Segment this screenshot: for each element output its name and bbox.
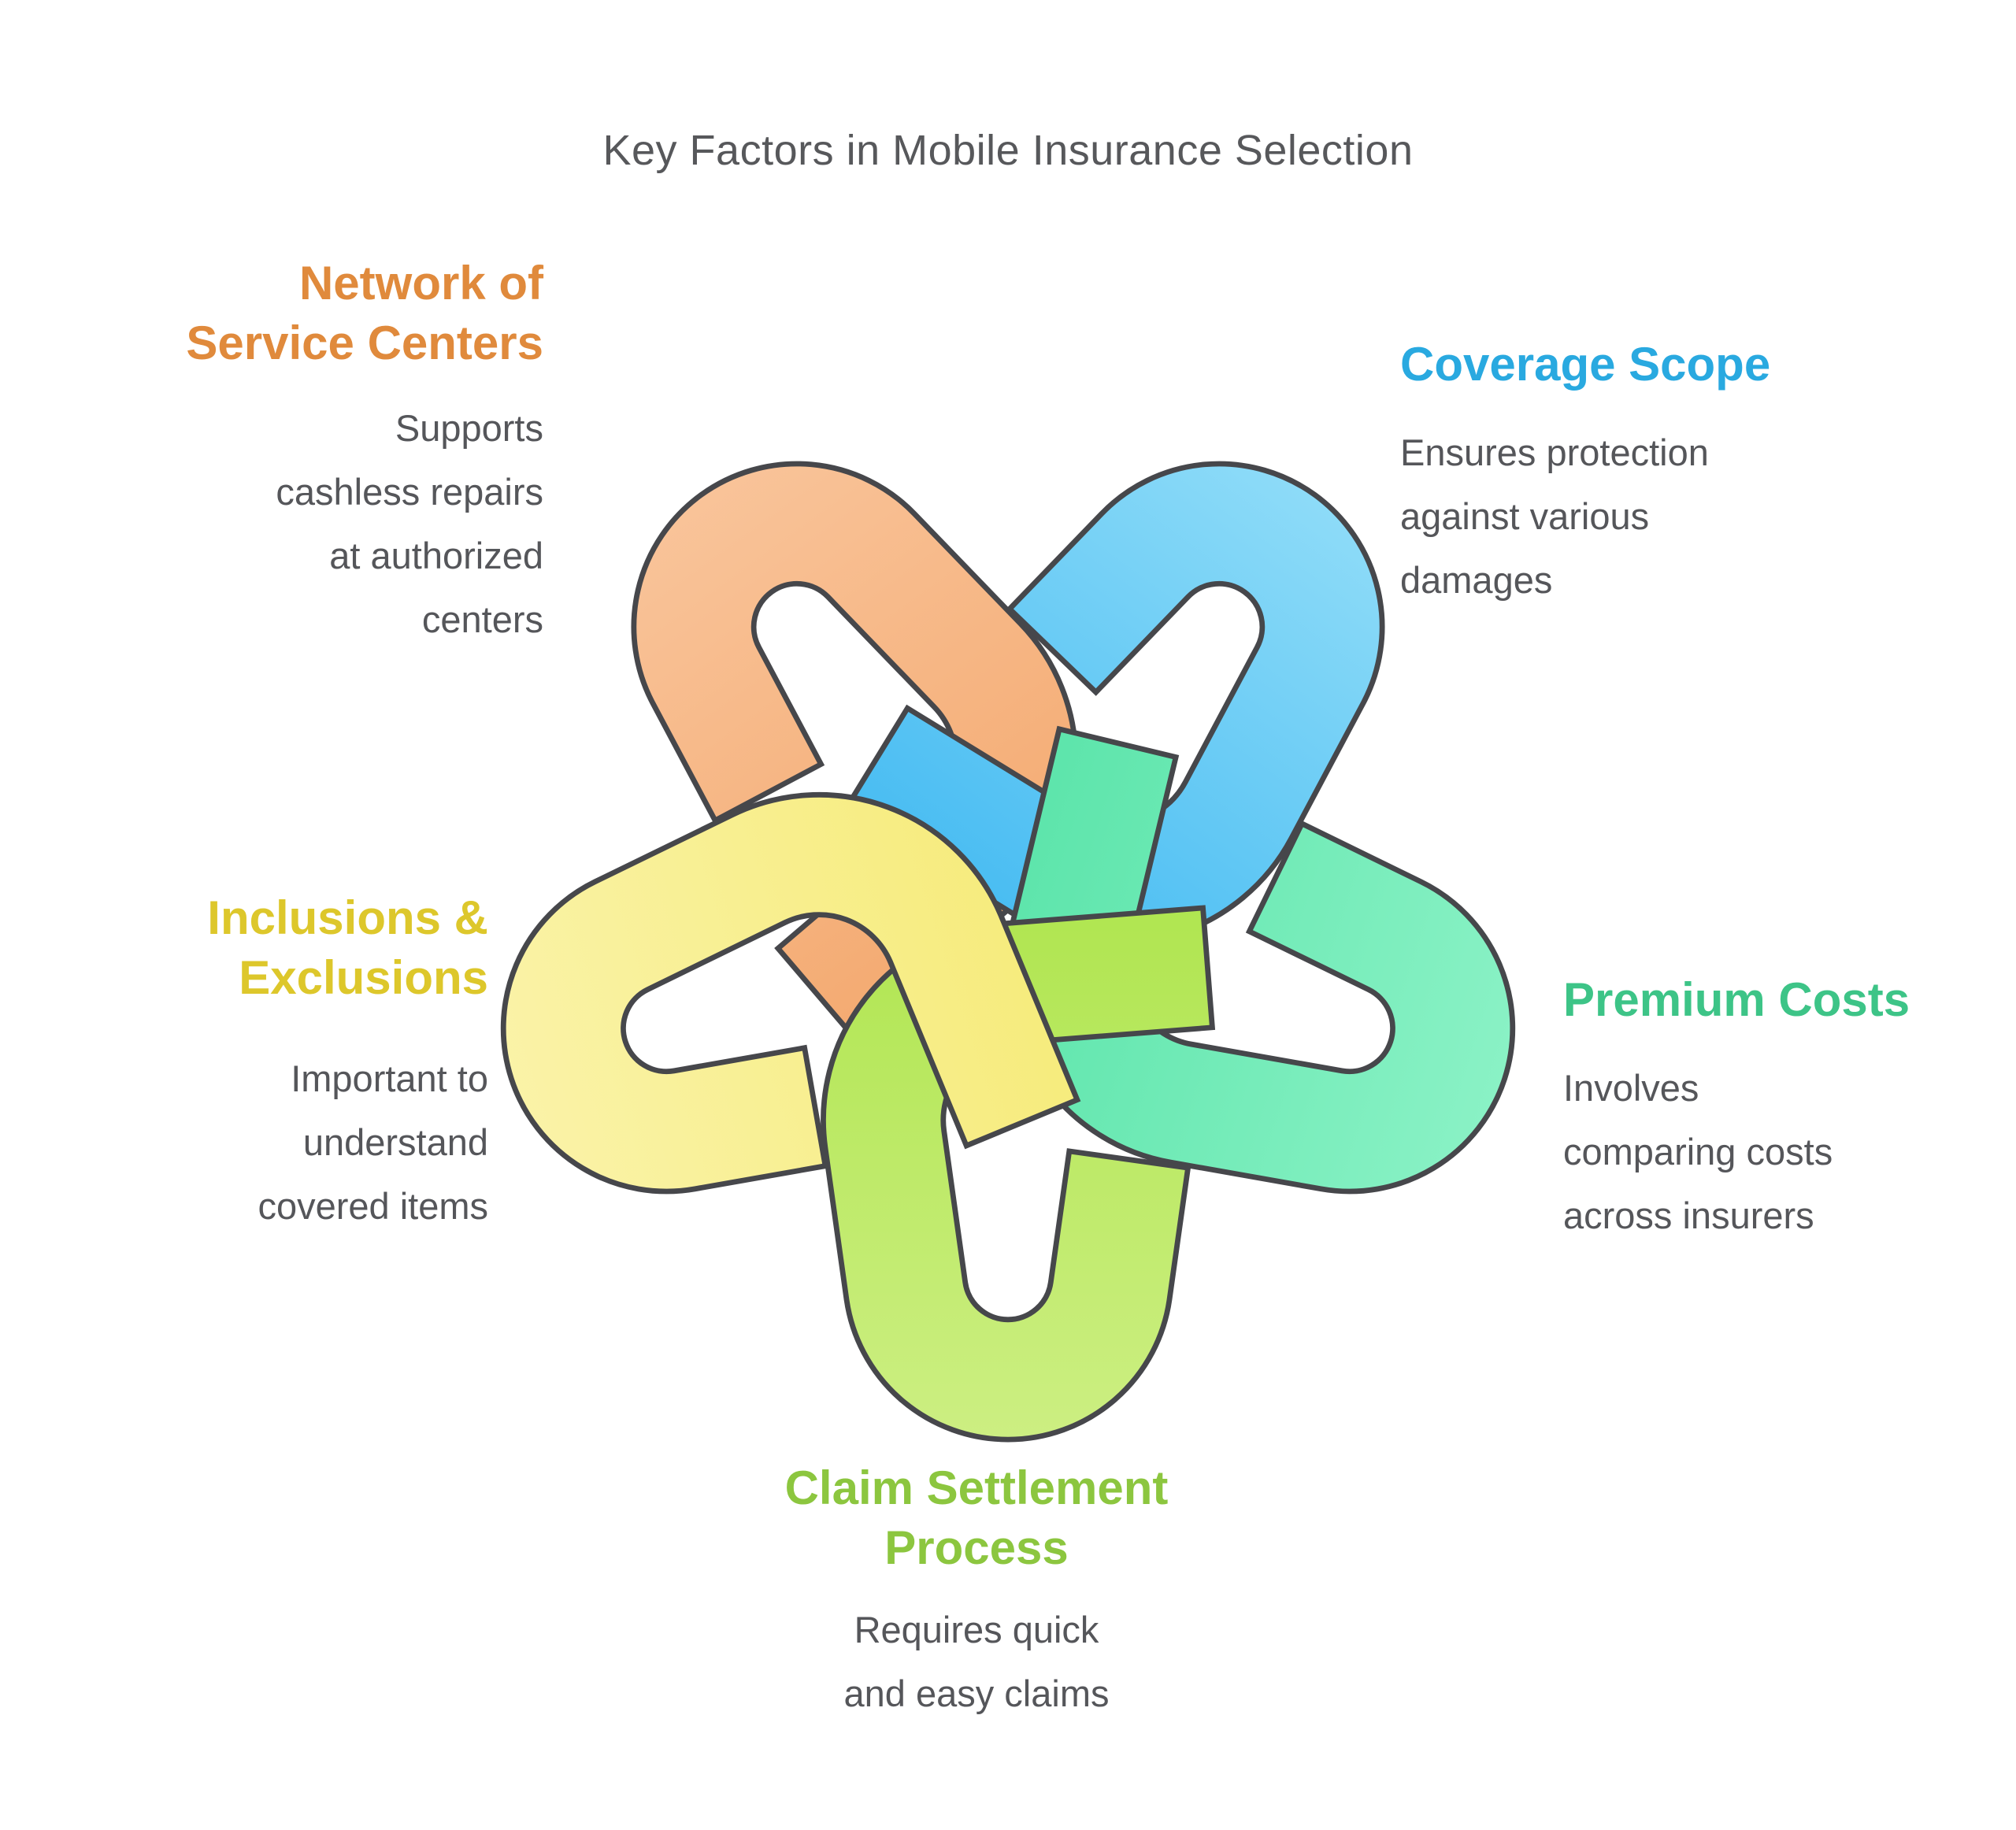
- factor-claim-description: Requires quick and easy claims: [843, 1609, 1110, 1715]
- page-title: Key Factors in Mobile Insurance Selectio…: [602, 127, 1414, 174]
- factor-premium-title: Premium Costs: [1563, 973, 1910, 1026]
- factor-premium-description: Involves comparing costs across insurers: [1563, 1067, 1833, 1236]
- factor-network-description: Supports cashless repairs at authorized …: [276, 407, 543, 640]
- factor-premium-costs: Premium Costs Involves comparing costs a…: [1563, 970, 1910, 1248]
- factor-coverage-title: Coverage Scope: [1400, 338, 1771, 391]
- factor-inclusions-title: Inclusions & Exclusions: [207, 891, 488, 1005]
- factor-inclusions-description: Important to understand covered items: [258, 1058, 488, 1228]
- factor-claim-title: Claim Settlement Process: [784, 1461, 1169, 1575]
- factor-coverage-description: Ensures protection against various damag…: [1400, 432, 1709, 601]
- factor-network-of-service-centers: Network of Service Centers Supports cash…: [186, 254, 543, 652]
- factor-claim-settlement-process: Claim Settlement Process Requires quick …: [583, 1458, 1370, 1726]
- factor-inclusions-exclusions: Inclusions & Exclusions Important to und…: [207, 888, 488, 1239]
- factor-coverage-scope: Coverage Scope Ensures protection agains…: [1400, 335, 1770, 613]
- factor-network-title: Network of Service Centers: [186, 257, 543, 370]
